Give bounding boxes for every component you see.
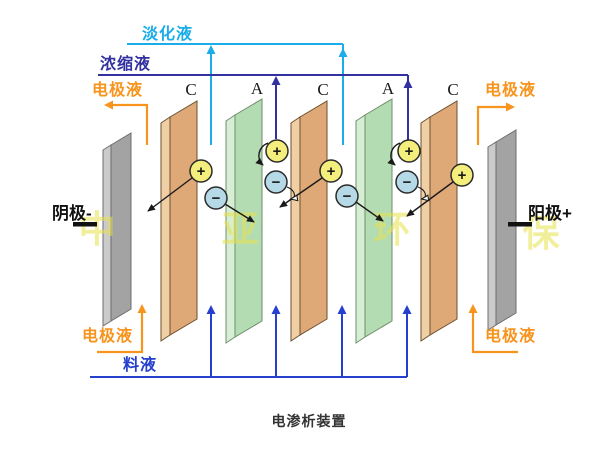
- electrode-liquid-outlet-left: [110, 103, 149, 145]
- electrode-liquid-inlet-right: [471, 311, 518, 354]
- cation-blocked-1: +: [265, 139, 289, 163]
- cation-blocked-1-sign: +: [273, 143, 282, 160]
- watermark: 中 亚 环 保: [79, 209, 561, 254]
- concentrate-stream-lines: [98, 74, 413, 140]
- cation-blocked-hook-1: [255, 142, 269, 166]
- cation-3-sign: +: [458, 167, 467, 184]
- electrode-liquid-outlet-right: [476, 105, 508, 145]
- electrode-liquid-label-bottom-right: 电极液: [485, 326, 536, 345]
- watermark-char-1: 中: [79, 209, 116, 250]
- dilute-up-arrow-1: [206, 45, 216, 54]
- watermark-char-4: 保: [523, 213, 561, 254]
- dilute-up-arrow-2: [338, 48, 348, 57]
- electrode-liquid-left-arrow: [104, 100, 113, 110]
- cation-arrow-1: [147, 177, 193, 212]
- electrode-liquid-label-top-left: 电极液: [92, 80, 143, 99]
- membrane-label-c1: C: [185, 80, 196, 99]
- electrode-liquid-inlet-left-arrow: [137, 304, 147, 313]
- cation-blocked-2: +: [397, 139, 421, 163]
- membrane-label-a2: A: [382, 79, 395, 98]
- cation-1: +: [189, 159, 213, 183]
- feed-up-arrow-3: [337, 305, 347, 314]
- dilute-stream-lines: [127, 43, 348, 145]
- cation-blocked-2-sign: +: [405, 143, 414, 160]
- dilute-label: 淡化液: [142, 24, 193, 43]
- anion-arrow-2: [355, 201, 384, 222]
- anion-2: −: [335, 184, 359, 208]
- anion-1-sign: −: [212, 190, 221, 207]
- anion-blocked-hook-1: [286, 186, 294, 199]
- figure-title: 电渗析装置: [272, 413, 347, 429]
- membrane-label-c3: C: [447, 80, 458, 99]
- feed-up-arrow-2: [271, 305, 281, 314]
- cathode-label: 阴极-: [52, 204, 92, 223]
- cation-1-sign: +: [197, 163, 206, 180]
- anion-2-sign: −: [343, 188, 352, 205]
- membrane-label-a1: A: [251, 79, 264, 98]
- electrode-liquid-right-arrow: [506, 102, 515, 112]
- concentrate-up-arrow-2: [403, 79, 413, 88]
- electrode-liquid-inlet-left: [97, 311, 144, 354]
- anode-wire: [508, 222, 532, 227]
- membrane-c2: [290, 100, 328, 342]
- watermark-char-3: 环: [374, 209, 411, 250]
- membrane-c1: [160, 100, 198, 342]
- cation-blocked-hook-2: [387, 142, 401, 166]
- cation-arrow-2: [279, 177, 323, 208]
- electrode-liquid-lines: [97, 100, 518, 354]
- anion-blocked-1-sign: −: [272, 174, 281, 191]
- concentrate-label: 浓缩液: [100, 54, 151, 73]
- feed-up-arrow-1: [206, 305, 216, 314]
- cathode-wire: [73, 222, 97, 227]
- cathode-plate: [102, 132, 132, 327]
- anode-label: 阳极+: [528, 204, 572, 223]
- ions: + + + + + − − −: [189, 139, 474, 210]
- stack-plates: [102, 98, 517, 344]
- watermark-char-2: 亚: [222, 209, 259, 250]
- concentrate-up-arrow-1: [271, 76, 281, 85]
- anion-blocked-hook-2: [417, 186, 425, 199]
- feed-up-arrow-4: [402, 305, 412, 314]
- anion-1: −: [204, 186, 228, 210]
- cation-2: +: [319, 159, 343, 183]
- anion-arrow-1: [224, 203, 255, 223]
- cation-3: +: [450, 163, 474, 187]
- anion-blocked-1: −: [264, 170, 288, 194]
- feed-stream-lines: [90, 305, 412, 378]
- electrode-liquid-inlet-right-arrow: [468, 304, 478, 313]
- feed-label: 料液: [123, 355, 157, 374]
- cation-arrow-3: [406, 181, 454, 217]
- membrane-label-c2: C: [317, 80, 328, 99]
- anode-plate: [487, 129, 517, 331]
- electrode-liquid-label-top-right: 电极液: [485, 80, 536, 99]
- anion-blocked-2-sign: −: [403, 174, 412, 191]
- ion-arrows: [147, 142, 454, 223]
- membrane-c3: [420, 100, 458, 342]
- cation-2-sign: +: [327, 163, 336, 180]
- electrode-liquid-label-bottom-left: 电极液: [82, 326, 133, 345]
- anion-blocked-2: −: [395, 170, 419, 194]
- labels: 淡化液 浓缩液 电极液 电极液 电极液 电极液 料液 阴极- 阳极+ C A C…: [52, 24, 572, 429]
